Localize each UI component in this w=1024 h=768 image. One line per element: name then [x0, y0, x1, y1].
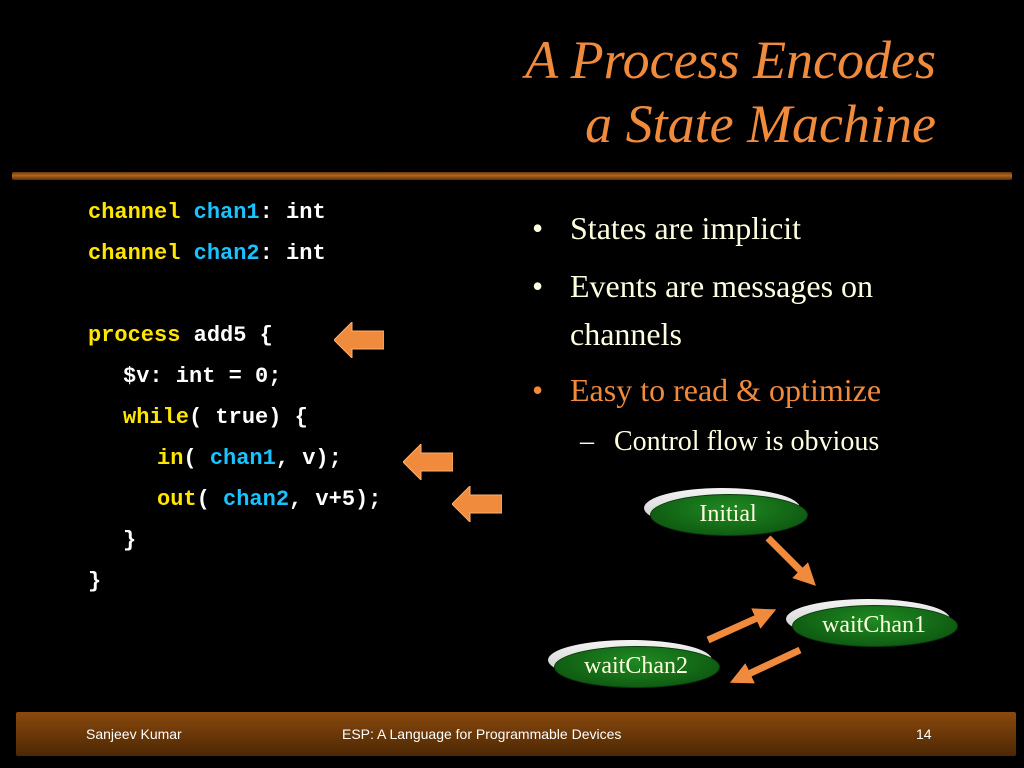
- keyword: in: [157, 446, 184, 471]
- state-transition-arrow-icon: [765, 535, 816, 586]
- title-line-2: a State Machine: [585, 94, 936, 154]
- keyword: channel: [88, 200, 181, 225]
- code-line: while( true) {: [123, 403, 308, 433]
- bullet-marker: •: [532, 268, 544, 304]
- code-line: process add5 {: [88, 321, 273, 351]
- code-line: channel chan1: int: [88, 198, 326, 228]
- left-arrow-icon: [403, 444, 453, 480]
- state-body: [650, 494, 808, 536]
- code-line: }: [88, 567, 101, 597]
- state-transition-arrow-icon: [729, 646, 802, 684]
- code-line: channel chan2: int: [88, 239, 326, 269]
- code-line: out( chan2, v+5);: [157, 485, 381, 515]
- code-text: , v+5);: [289, 487, 382, 512]
- bullet-text: Events are messages on: [570, 268, 874, 304]
- left-arrow-icon: [452, 486, 502, 522]
- title-line-1: A Process Encodes: [525, 30, 936, 90]
- state-initial: Initial: [644, 488, 808, 536]
- state-waitchan2: waitChan2: [548, 640, 720, 688]
- code-line: $v: int = 0;: [123, 362, 281, 392]
- bullet-text: Easy to read & optimize: [570, 372, 882, 408]
- state-body: [554, 646, 720, 688]
- sub-bullet-marker: –: [580, 426, 594, 457]
- code-text: , v);: [275, 446, 342, 471]
- identifier: chan2: [193, 241, 260, 266]
- bullet-marker: •: [532, 372, 544, 408]
- keyword: process: [88, 323, 181, 348]
- state-body: [792, 605, 958, 647]
- keyword: while: [123, 405, 190, 430]
- footer-author: Sanjeev Kumar: [86, 726, 182, 742]
- identifier: chan1: [209, 446, 276, 471]
- slide-footer: Sanjeev Kumar ESP: A Language for Progra…: [16, 712, 1016, 756]
- state-waitchan1: waitChan1: [786, 599, 958, 647]
- keyword: channel: [88, 241, 181, 266]
- left-arrow-icon: [334, 322, 384, 358]
- bullet-text: States are implicit: [570, 210, 802, 246]
- state-label: waitChan2: [584, 653, 688, 679]
- code-text: : int: [259, 241, 326, 266]
- code-line: }: [123, 526, 136, 556]
- state-transition-arrow-icon: [706, 608, 777, 644]
- code-text: add5 {: [180, 323, 273, 348]
- code-text: }: [123, 528, 137, 553]
- code-text: (: [183, 446, 210, 471]
- bullet-text: channels: [570, 316, 682, 352]
- code-text: ( true) {: [189, 405, 308, 430]
- keyword: out: [157, 487, 197, 512]
- state-label: Initial: [699, 501, 757, 527]
- code-line: in( chan1, v);: [157, 444, 342, 474]
- code-text: : int: [259, 200, 326, 225]
- sub-bullet-text: Control flow is obvious: [614, 426, 880, 457]
- code-text: (: [196, 487, 224, 512]
- identifier: chan2: [223, 487, 290, 512]
- bullet-marker: •: [532, 210, 544, 246]
- code-text: $v: int = 0;: [123, 364, 282, 389]
- footer-title: ESP: A Language for Programmable Devices: [342, 726, 622, 742]
- identifier: chan1: [193, 200, 260, 225]
- footer-page-number: 14: [916, 726, 932, 742]
- slide-title: A Process Encodes a State Machine: [525, 28, 936, 156]
- code-text: }: [88, 569, 102, 594]
- state-label: waitChan1: [822, 612, 926, 638]
- title-divider: [12, 172, 1012, 180]
